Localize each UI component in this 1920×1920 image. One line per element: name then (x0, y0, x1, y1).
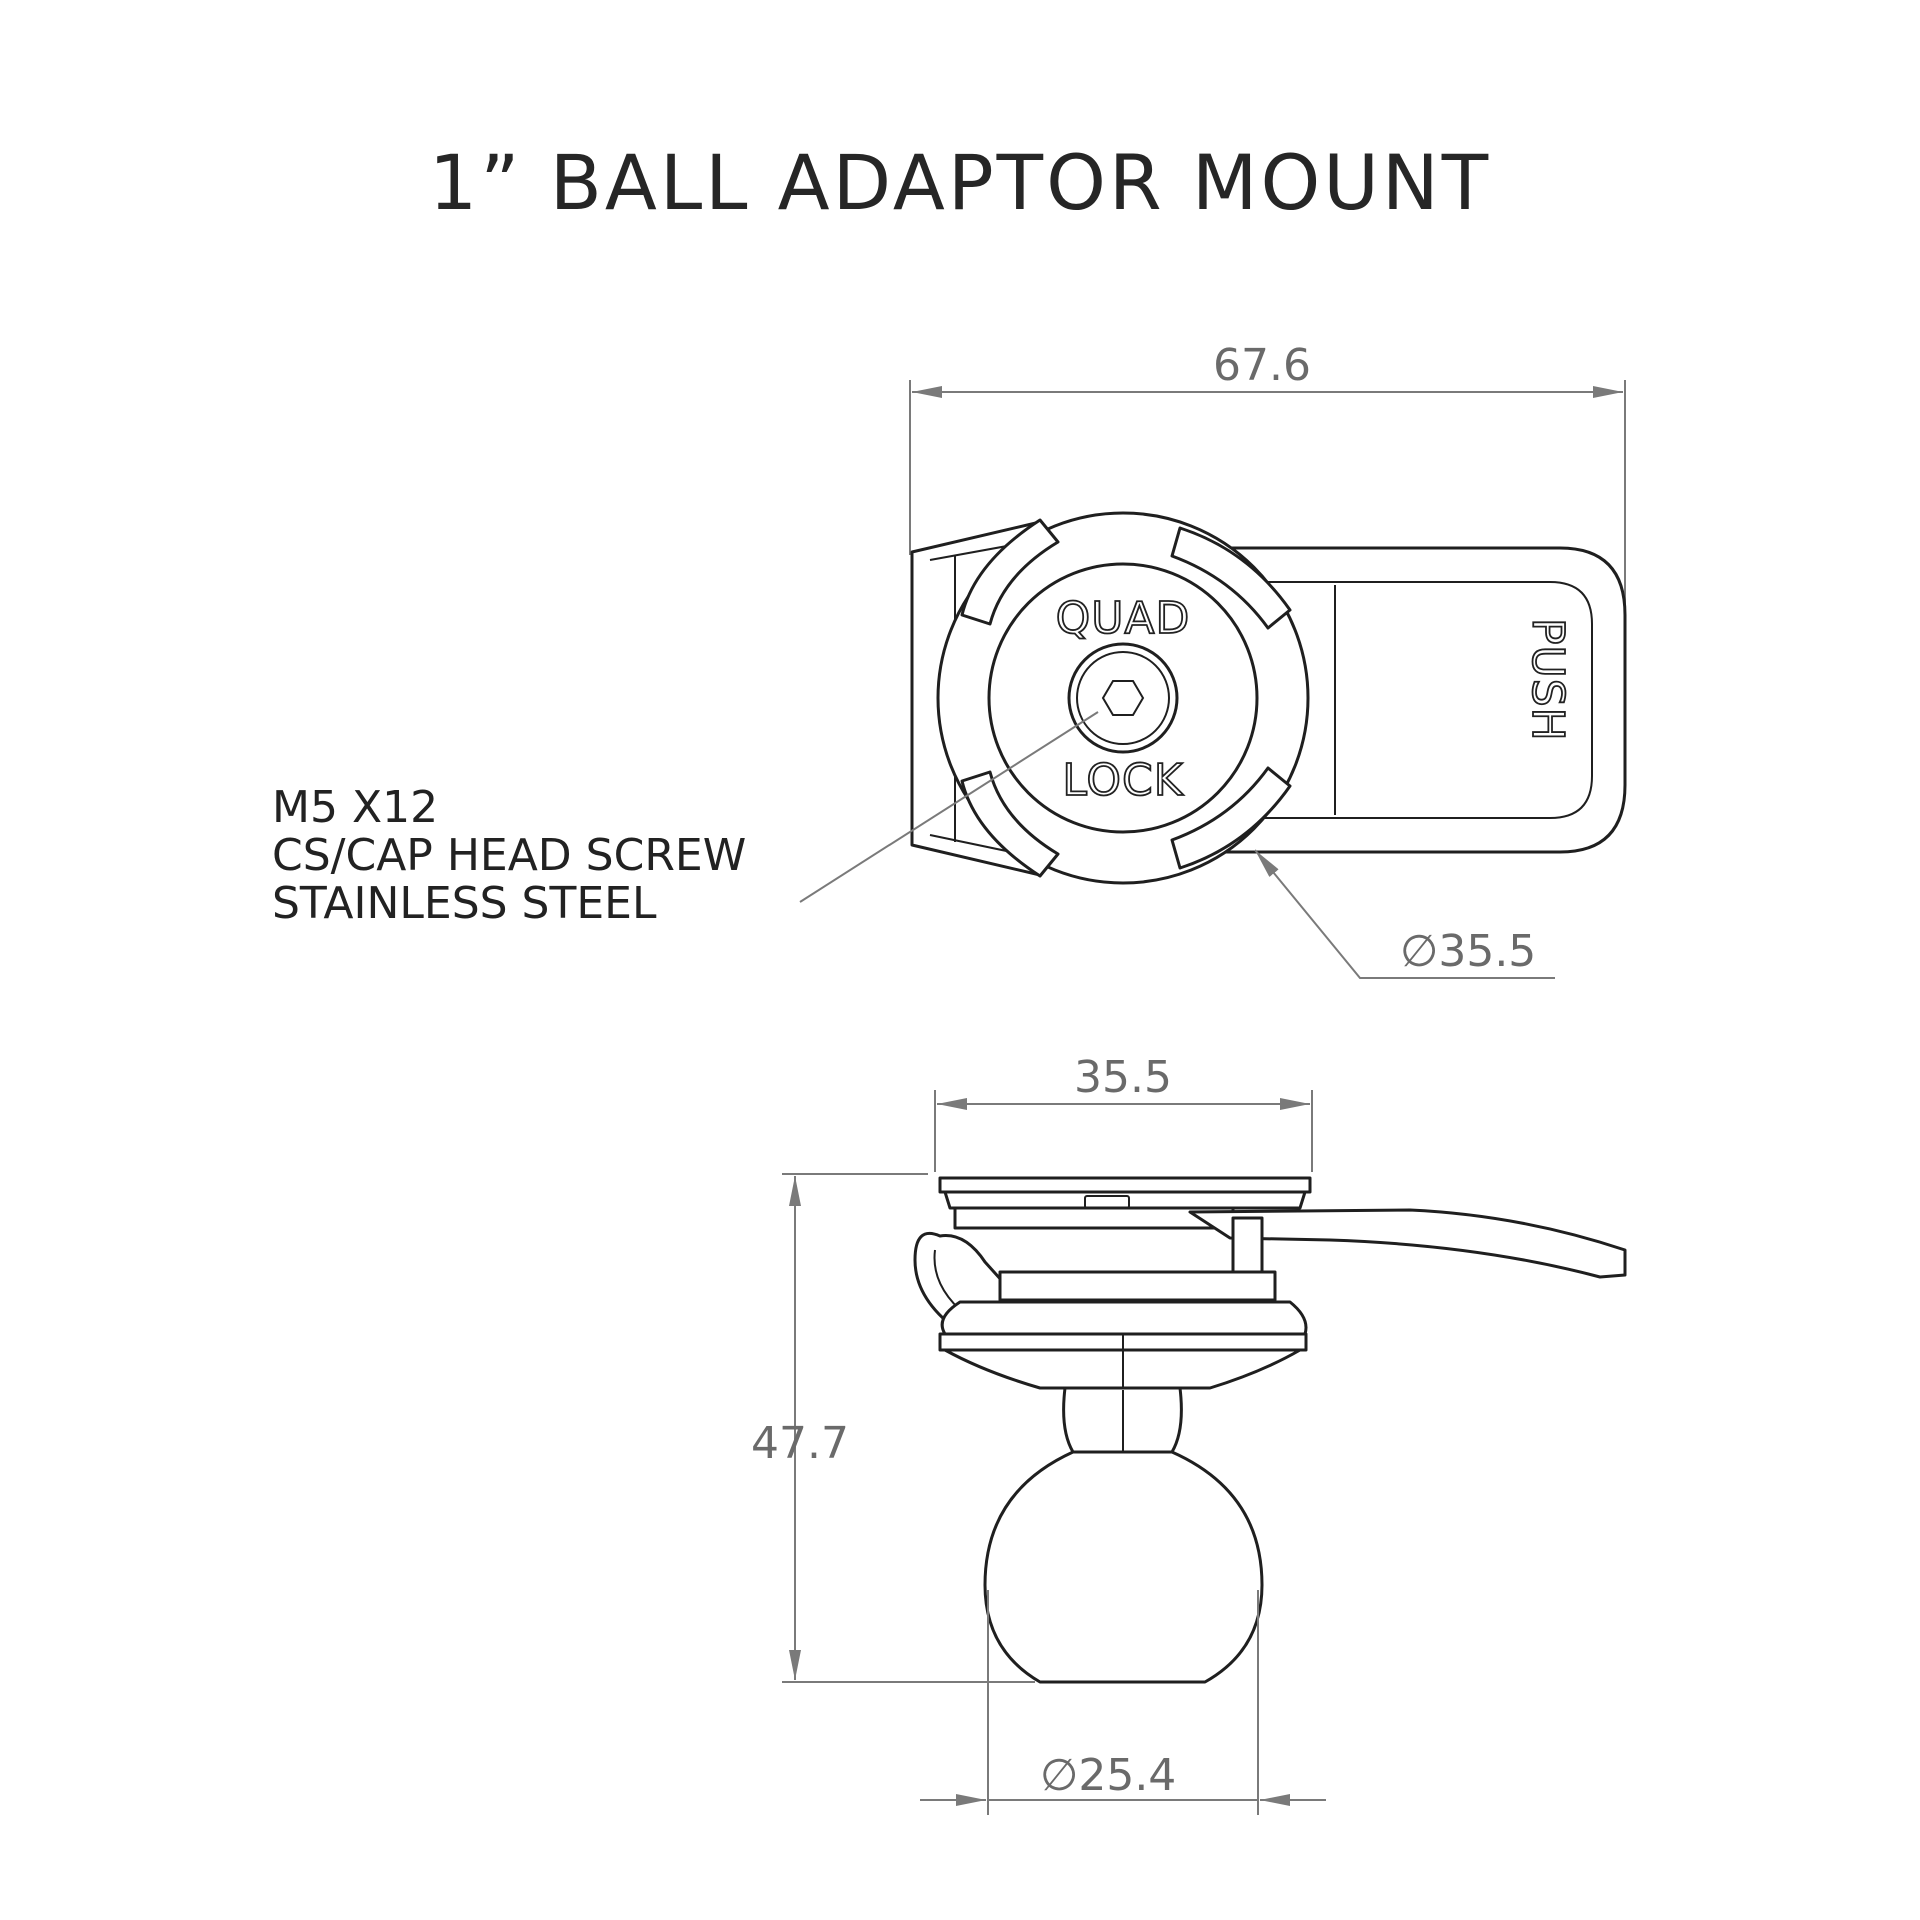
drawing-title: 1” BALL ADAPTOR MOUNT (428, 138, 1492, 227)
locking-tabs (960, 518, 1292, 878)
dim-side-height: 47.7 (751, 1173, 1035, 1683)
screw-note-line-3: STAINLESS STEEL (272, 878, 657, 929)
dim-side-width: 35.5 (934, 1052, 1313, 1172)
screw-note: M5 X12 CS/CAP HEAD SCREW STAINLESS STEEL (272, 782, 751, 929)
ball (983, 1450, 1264, 1684)
push-label: PUSH (1522, 618, 1573, 742)
hex-socket-icon (1101, 680, 1145, 716)
dim-top-width-label: 67.6 (1213, 340, 1311, 391)
dim-ball-diameter: ∅25.4 (920, 1590, 1326, 1815)
screw-note-line-1: M5 X12 (272, 782, 438, 833)
diameter-symbol-icon: ∅ (1400, 926, 1438, 977)
logo-lock: LOCK (1062, 755, 1183, 806)
top-view: 67.6 PUSH (272, 340, 1627, 979)
screw-note-line-2: CS/CAP HEAD SCREW (272, 830, 746, 881)
top-plate (938, 1176, 1312, 1230)
ball-stem (983, 1386, 1264, 1684)
dim-top-diameter-label: ∅35.5 (1400, 926, 1536, 977)
side-view: 35.5 47.7 (751, 1052, 1627, 1815)
dim-side-height-label: 47.7 (751, 1418, 849, 1469)
base-disk (938, 1300, 1308, 1390)
dim-top-diameter: ∅35.5 (1254, 849, 1555, 979)
diameter-symbol-icon: ∅ (1040, 1750, 1078, 1801)
mount-body: QUAD LOCK (936, 511, 1310, 885)
release-lever: PUSH (1208, 546, 1627, 854)
dim-side-width-label: 35.5 (1074, 1052, 1172, 1103)
logo-quad: QUAD (1056, 593, 1191, 644)
dim-top-width: 67.6 (909, 340, 1626, 640)
dim-ball-diameter-label: ∅25.4 (1040, 1750, 1176, 1801)
screw-leader-line (799, 711, 1099, 903)
